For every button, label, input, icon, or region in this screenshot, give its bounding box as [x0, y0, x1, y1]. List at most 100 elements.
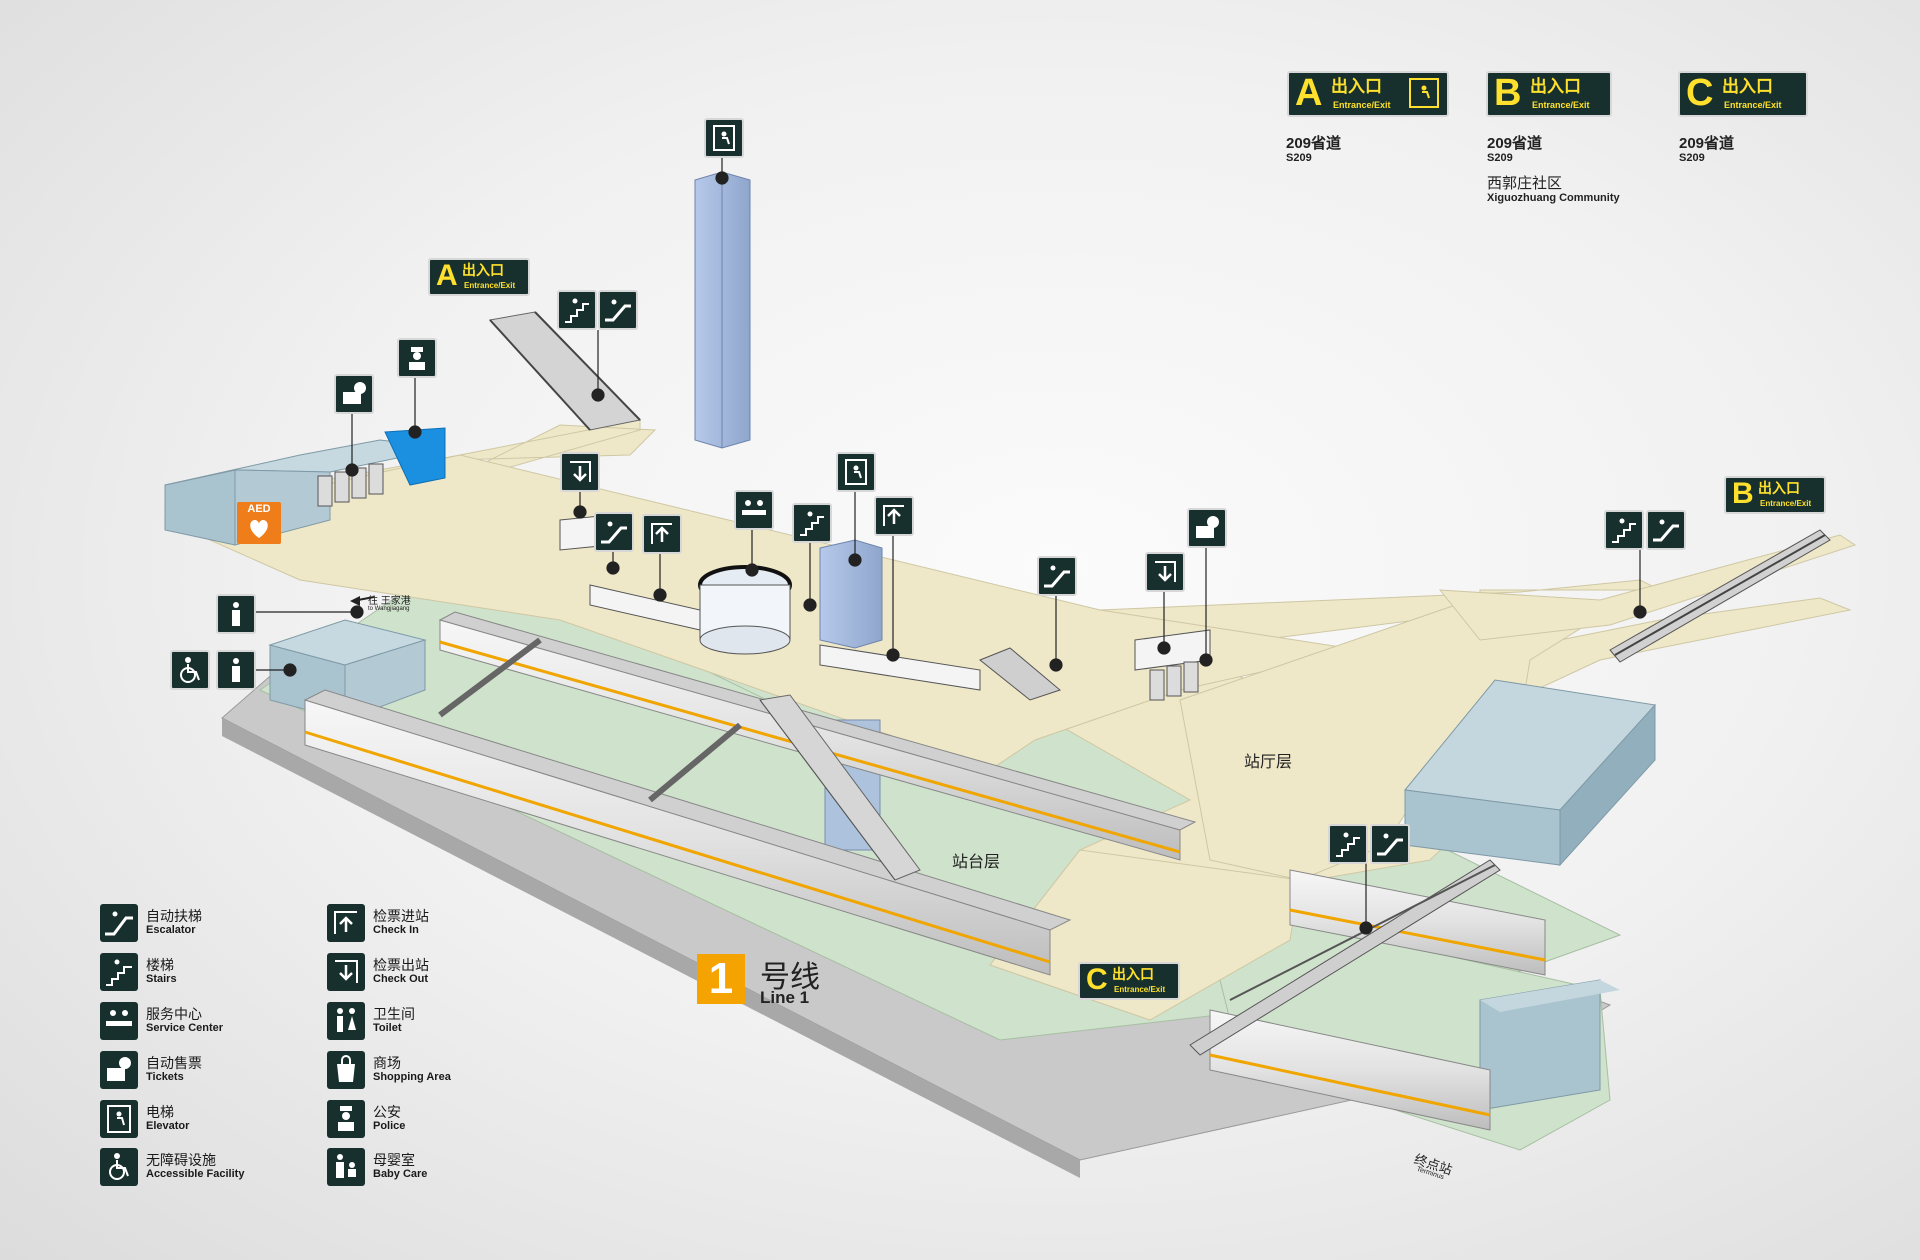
tickets-icon	[334, 374, 374, 414]
escalator-icon	[1646, 510, 1686, 550]
stairs-b-entrance	[1609, 529, 1831, 663]
entrance-letter: A	[1295, 72, 1323, 114]
elevator-icon	[1409, 78, 1439, 108]
entrance-key-a: A 出入口 Entrance/Exit	[1287, 71, 1449, 117]
entrance-cn: 出入口	[1331, 77, 1382, 96]
heart-icon	[250, 520, 268, 538]
entrance-cn: 出入口	[1758, 480, 1800, 496]
entrance-en: Entrance/Exit	[1724, 100, 1782, 110]
service-center-icon	[734, 490, 774, 530]
legend-label-en: Check Out	[373, 973, 429, 985]
legend-label-cn: 无障碍设施	[146, 1152, 216, 1168]
entrance-sign-b-map: B 出入口 Entrance/Exit	[1724, 476, 1826, 514]
shopping-icon	[327, 1051, 365, 1089]
legend-label-cn: 楼梯	[146, 957, 174, 973]
right-lower-block-top	[1480, 980, 1620, 1012]
legend-label-cn: 卫生间	[373, 1006, 415, 1022]
accessible-icon	[170, 650, 210, 690]
entrance-en: Entrance/Exit	[1333, 100, 1391, 110]
entrance-b-roads: 209省道 S209 西郭庄社区 Xiguozhuang Community	[1487, 135, 1620, 205]
entrance-c-roads: 209省道 S209	[1679, 135, 1734, 165]
road-cn: 209省道	[1487, 135, 1543, 152]
legend-label-en: Accessible Facility	[146, 1168, 245, 1180]
direction-label-en: to Wangjiagang	[368, 606, 410, 612]
callout-markers	[253, 155, 1647, 935]
escalator-icon	[1037, 556, 1077, 596]
entrance-key-c: C 出入口 Entrance/Exit	[1678, 71, 1808, 117]
train-lower	[303, 689, 1072, 976]
legend-label-en: Stairs	[146, 973, 177, 985]
legend-label-en: Police	[373, 1120, 406, 1132]
police-icon	[327, 1100, 365, 1138]
check-out-icon	[560, 452, 600, 492]
stairs-a-entrance	[489, 311, 641, 431]
train-right-lower	[1209, 1009, 1491, 1131]
tickets-icon	[100, 1051, 138, 1089]
toilet-icon	[216, 594, 256, 634]
entrance-en: Entrance/Exit	[1114, 985, 1166, 994]
right-building-side	[1559, 703, 1656, 867]
platform-level-label: 站台层	[952, 854, 1001, 871]
legend-label-cn: 检票出站	[373, 957, 429, 973]
escalator-icon	[598, 290, 638, 330]
road-en: S209	[1286, 152, 1312, 165]
stairs-icon	[792, 503, 832, 543]
direction-arrow	[350, 596, 375, 606]
track-bed-front	[222, 718, 1080, 1178]
road-cn: 西郭庄社区	[1487, 174, 1563, 192]
concourse-level-label: 站厅层	[1244, 754, 1293, 771]
elevator-icon	[100, 1100, 138, 1138]
entrance-cn: 出入口	[1530, 77, 1581, 96]
entrance-en: Entrance/Exit	[464, 281, 516, 290]
legend-label-cn: 电梯	[146, 1104, 174, 1120]
legend-label-cn: 商场	[373, 1055, 401, 1071]
escalator-platform-left	[438, 637, 742, 803]
escalator-icon	[1370, 824, 1410, 864]
line-badge: 1	[697, 954, 745, 1004]
stairs-icon	[1328, 824, 1368, 864]
accessible-icon	[100, 1148, 138, 1186]
service-center-booth	[698, 565, 792, 655]
legend-label-cn: 母婴室	[373, 1152, 415, 1168]
legend-label-cn: 检票进站	[373, 908, 429, 924]
entrance-sign-a-map: A 出入口 Entrance/Exit	[428, 258, 530, 296]
service-center-icon	[100, 1002, 138, 1040]
tickets-icon	[1187, 508, 1227, 548]
legend-label-en: Shopping Area	[373, 1071, 451, 1083]
legend-label-cn: 服务中心	[146, 1006, 202, 1022]
road-cn: 209省道	[1679, 135, 1735, 152]
elevator-icon	[836, 452, 876, 492]
check-in-icon	[874, 496, 914, 536]
police-icon	[397, 338, 437, 378]
stairs-platform-center	[759, 694, 921, 881]
entrance-cn: 出入口	[1722, 77, 1773, 96]
police-room-blue	[384, 427, 446, 486]
toilet-icon	[216, 650, 256, 690]
entrance-letter: B	[1732, 477, 1754, 510]
baby-care-icon	[327, 1148, 365, 1186]
entrance-letter: B	[1494, 72, 1522, 114]
check-in-icon	[642, 514, 682, 554]
road-en: Xiguozhuang Community	[1487, 192, 1620, 205]
elevator-icon	[704, 118, 744, 158]
entrance-a-roads: 209省道 S209	[1286, 135, 1341, 165]
line-number: 1	[708, 954, 734, 1003]
entrance-sign-c-map: C 出入口 Entrance/Exit	[1078, 962, 1180, 1000]
road-en: S209	[1679, 152, 1705, 165]
road-cn: 209省道	[1286, 135, 1342, 152]
toilet-icon	[327, 1002, 365, 1040]
faregates-right	[819, 629, 1211, 701]
legend-label-cn: 自动扶梯	[146, 908, 202, 924]
legend-label-en: Service Center	[146, 1022, 224, 1034]
left-building-front	[164, 469, 236, 546]
legend-label-en: Baby Care	[373, 1168, 428, 1180]
line-name-en: Line 1	[760, 988, 810, 1007]
legend-label-en: Toilet	[373, 1022, 402, 1034]
escalator-center	[979, 647, 1062, 701]
entrance-cn: 出入口	[1112, 966, 1154, 982]
stairs-icon	[557, 290, 597, 330]
legend-label-en: Tickets	[146, 1071, 184, 1083]
stairs-icon	[100, 953, 138, 991]
line-name-cn: 号线	[760, 961, 820, 994]
